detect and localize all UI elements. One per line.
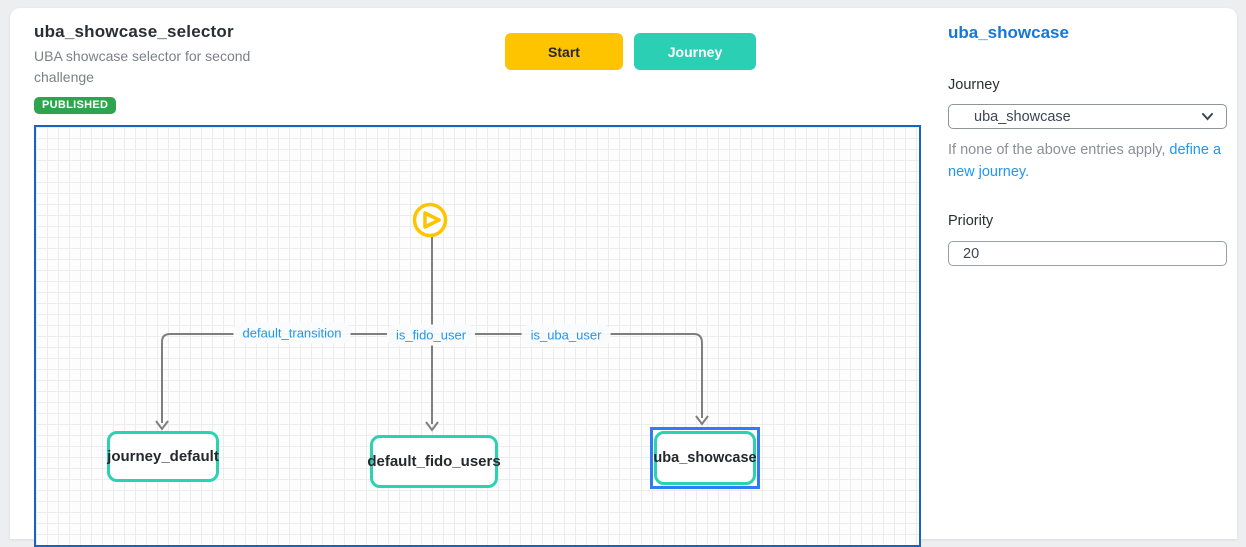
edge-right — [432, 333, 703, 418]
arrowhead-right-icon — [695, 415, 709, 426]
flow-canvas[interactable]: default_transition is_fido_user is_uba_u… — [34, 125, 921, 547]
edge-label-default-transition[interactable]: default_transition — [233, 322, 351, 344]
helper-gray-text: If none of the above entries apply, — [948, 142, 1170, 158]
flow-edges-layer — [155, 202, 709, 432]
status-badge: PUBLISHED — [34, 97, 117, 114]
start-button[interactable]: Start — [505, 33, 623, 70]
edge-label-is-fido-user[interactable]: is_fido_user — [386, 324, 476, 346]
chevron-down-icon — [1202, 113, 1213, 121]
arrowhead-left-icon — [155, 420, 169, 431]
page-title: uba_showcase_selector — [34, 22, 234, 41]
journey-button[interactable]: Journey — [634, 33, 756, 70]
node-uba-showcase-selected[interactable]: uba_showcase — [650, 427, 760, 489]
edge-left — [161, 333, 432, 423]
journey-select[interactable]: uba_showcase — [948, 104, 1227, 129]
main-card: uba_showcase_selector UBA showcase selec… — [10, 8, 1237, 547]
journey-field-label: Journey — [948, 77, 1000, 93]
journey-select-value: uba_showcase — [974, 108, 1071, 125]
flow-subtitle: UBA showcase selector for second challen… — [34, 48, 251, 85]
priority-field-label: Priority — [948, 213, 994, 229]
priority-input[interactable] — [948, 241, 1227, 266]
node-uba-showcase[interactable]: uba_showcase — [653, 431, 757, 485]
journey-helper-text: If none of the above entries apply, defi… — [948, 139, 1230, 183]
edge-label-is-uba-user[interactable]: is_uba_user — [521, 324, 611, 346]
play-icon[interactable] — [412, 202, 448, 238]
node-default-fido-users[interactable]: default_fido_users — [367, 435, 501, 488]
node-journey-default[interactable]: journey_default — [107, 431, 219, 482]
panel-title: uba_showcase — [948, 23, 1069, 42]
arrowhead-center-icon — [425, 421, 439, 432]
define-new-journey-link[interactable]: define a new journey. — [948, 142, 1222, 180]
